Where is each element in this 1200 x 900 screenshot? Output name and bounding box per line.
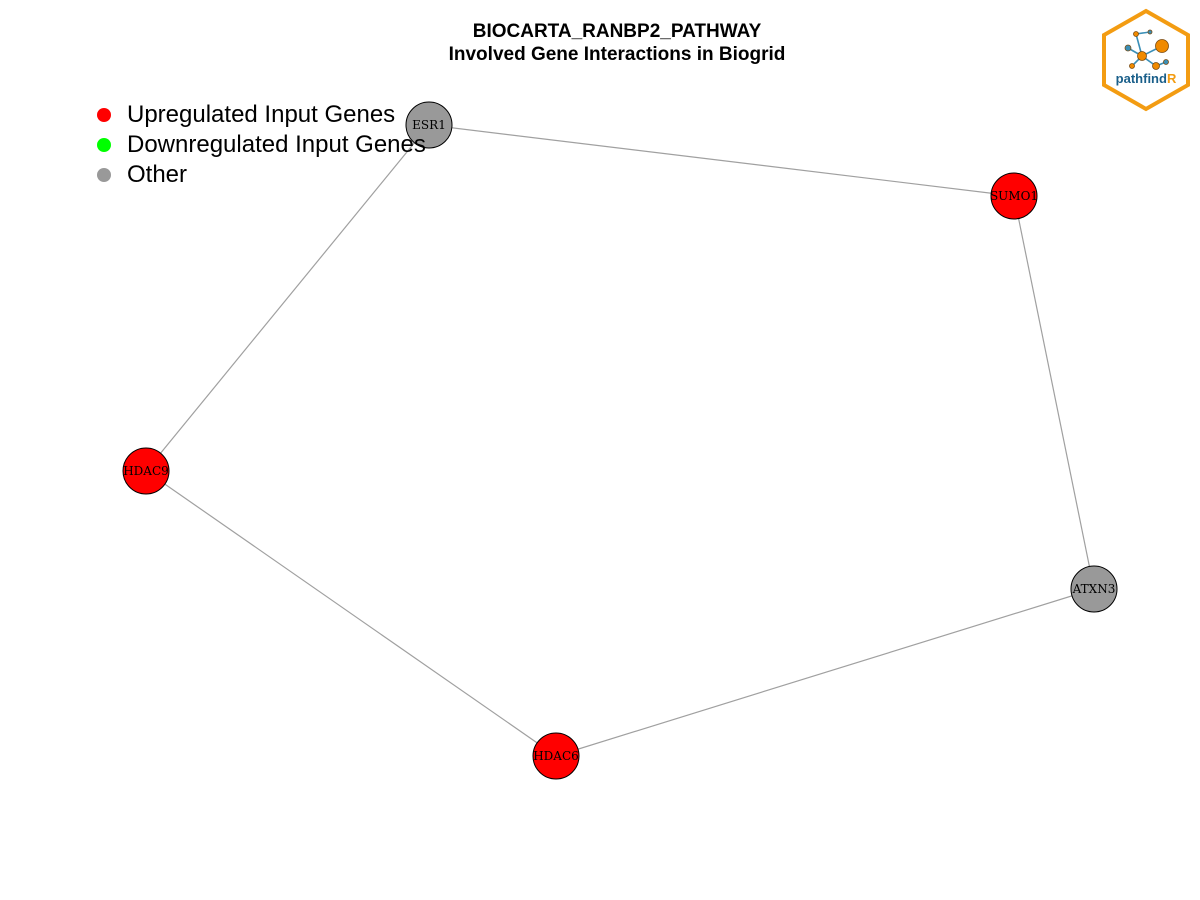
node-circle [122, 447, 170, 495]
node-hdac9: HDAC9 [122, 447, 170, 495]
legend-item-upregulated: Upregulated Input Genes [97, 100, 426, 130]
edge-esr1-sumo1 [428, 124, 1015, 197]
logo-text: pathfindR [1116, 71, 1177, 86]
node-label: HDAC6 [533, 749, 579, 763]
legend-item-other: Other [97, 160, 426, 190]
other-dot-icon [97, 168, 111, 182]
node-label: ESR1 [412, 118, 446, 132]
node-esr1: ESR1 [405, 101, 453, 149]
upregulated-dot-icon [97, 108, 111, 122]
node-label: SUMO1 [990, 189, 1038, 203]
legend-item-downregulated: Downregulated Input Genes [97, 130, 426, 160]
edge-hdac9-hdac6 [145, 470, 557, 757]
node-circle [532, 732, 580, 780]
logo-nodes [1124, 29, 1169, 70]
node-circle [990, 172, 1038, 220]
logo-text-accent: R [1167, 71, 1177, 86]
edge-atxn3-hdac6 [555, 588, 1095, 757]
edge-sumo1-atxn3 [1013, 195, 1095, 590]
edge-esr1-hdac9 [145, 124, 430, 472]
pathfindr-logo: pathfindR [1102, 8, 1190, 112]
node-label: ATXN3 [1072, 582, 1116, 596]
node-atxn3: ATXN3 [1070, 565, 1118, 613]
legend-label: Other [127, 161, 188, 188]
title-line-2: Involved Gene Interactions in Biogrid [448, 44, 786, 65]
node-circle [1070, 565, 1118, 613]
legend: Upregulated Input Genes Downregulated In… [97, 100, 426, 190]
node-label: HDAC9 [123, 464, 169, 478]
logo-text-main: pathfind [1116, 71, 1167, 86]
edges-layer [145, 124, 1095, 757]
logo-hexagon-icon [1102, 8, 1190, 112]
legend-label: Downregulated Input Genes [127, 131, 426, 158]
chart-title: BIOCARTA_RANBP2_PATHWAY Involved Gene In… [0, 20, 1200, 66]
node-hdac6: HDAC6 [532, 732, 580, 780]
legend-label: Upregulated Input Genes [127, 101, 396, 128]
title-line-1: BIOCARTA_RANBP2_PATHWAY [472, 21, 762, 42]
node-sumo1: SUMO1 [990, 172, 1038, 220]
node-circle [405, 101, 453, 149]
downregulated-dot-icon [97, 138, 111, 152]
